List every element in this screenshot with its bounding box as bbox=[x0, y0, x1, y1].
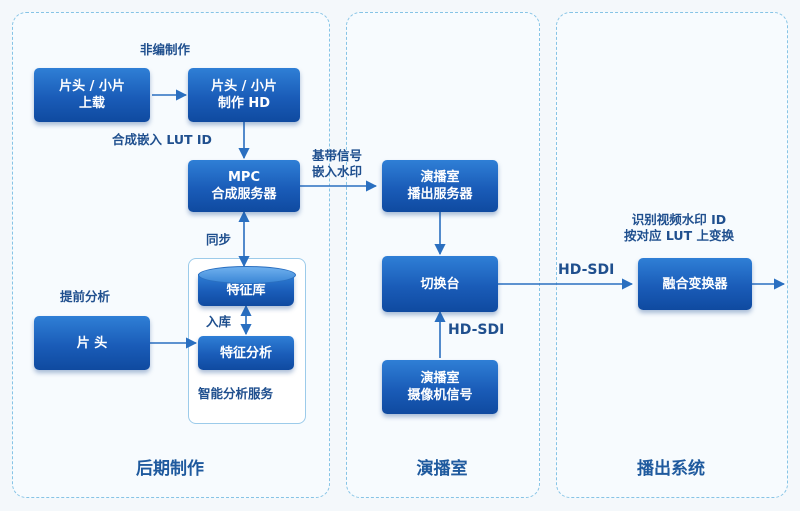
label-recognize-watermark: 识别视频水印 ID 按对应 LUT 上变换 bbox=[624, 212, 734, 243]
box-titles-make: 片头 / 小片 制作 HD bbox=[188, 68, 300, 122]
label-hd-sdi-output: HD-SDI bbox=[558, 262, 615, 278]
box-feature-analysis: 特征分析 bbox=[198, 336, 294, 370]
label-sync: 同步 bbox=[206, 232, 232, 247]
label-baseband-watermark: 基带信号 嵌入水印 bbox=[312, 148, 363, 179]
feature-db-cylinder-top-icon bbox=[198, 266, 296, 284]
box-titles: 片 头 bbox=[34, 316, 150, 370]
box-fusion-converter: 融合变换器 bbox=[638, 258, 752, 310]
box-titles-upload: 片头 / 小片 上载 bbox=[34, 68, 150, 122]
label-pre-analysis: 提前分析 bbox=[60, 289, 111, 304]
panel-title-studio: 演播室 bbox=[416, 459, 468, 479]
label-nonlinear-editing: 非编制作 bbox=[140, 42, 191, 57]
box-studio-playout-server: 演播室 播出服务器 bbox=[382, 160, 498, 212]
panel-broadcast bbox=[556, 12, 788, 498]
box-mpc-server: MPC 合成服务器 bbox=[188, 160, 300, 212]
label-smart-analysis-service: 智能分析服务 bbox=[198, 386, 274, 401]
label-hd-sdi-camera: HD-SDI bbox=[448, 322, 505, 338]
box-studio-camera: 演播室 摄像机信号 bbox=[382, 360, 498, 414]
panel-title-broadcast: 播出系统 bbox=[637, 459, 705, 479]
label-storage: 入库 bbox=[206, 314, 232, 329]
panel-title-post-production: 后期制作 bbox=[136, 459, 204, 479]
box-switcher: 切换台 bbox=[382, 256, 498, 312]
label-embed-lut-id: 合成嵌入 LUT ID bbox=[112, 132, 212, 147]
